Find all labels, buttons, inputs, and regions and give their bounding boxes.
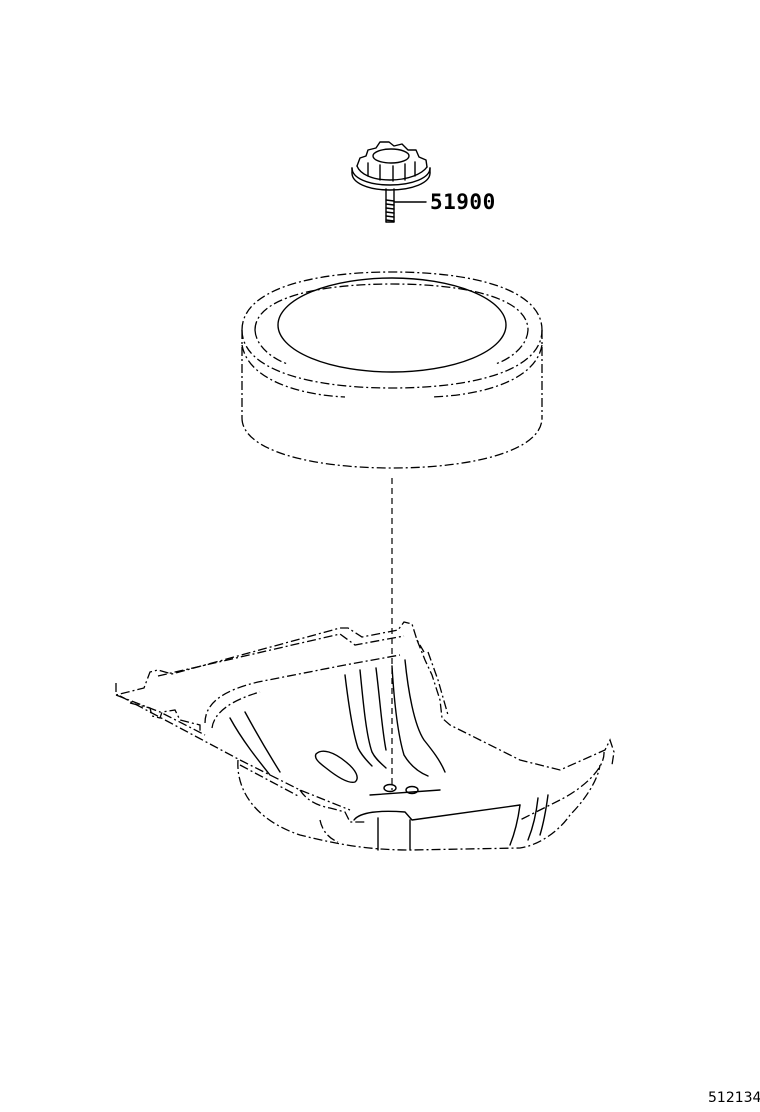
clamp-bolt-part[interactable] xyxy=(351,141,431,223)
bolt-threads xyxy=(385,199,395,222)
figure-number: 512134 xyxy=(708,1090,760,1106)
spare-tire-part[interactable] xyxy=(241,271,543,469)
mounting-hole xyxy=(383,783,397,793)
part-number-51900[interactable]: 51900 xyxy=(430,190,496,214)
spare-tire-well-part[interactable] xyxy=(115,621,615,851)
